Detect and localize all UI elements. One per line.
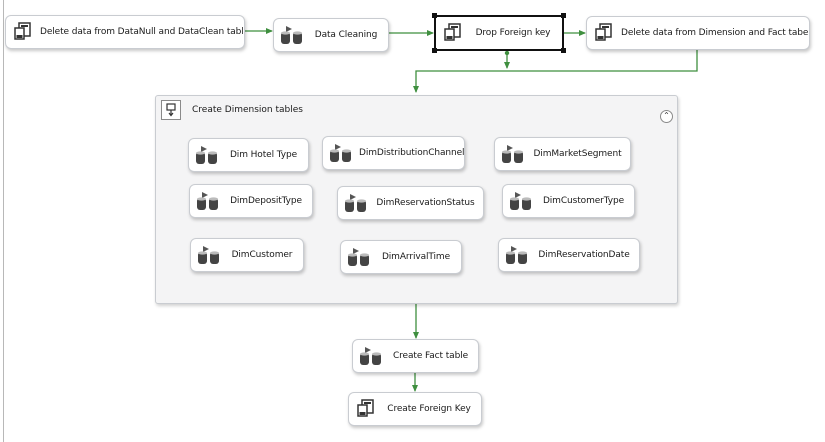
task-dim-reservation-status[interactable]: DimReservationStatus <box>337 186 484 220</box>
task-dim-reservation-date[interactable]: DimReservationDate <box>498 238 640 272</box>
task-dim-market-segment[interactable]: DimMarketSegment <box>494 137 631 171</box>
flow-origin-dot <box>504 50 510 56</box>
container-title: Create Dimension tables <box>192 105 303 115</box>
selection-handle[interactable] <box>432 48 437 53</box>
container-header[interactable]: Create Dimension tables ⌃ <box>156 96 677 126</box>
task-create-fact-table[interactable]: Create Fact table <box>352 339 479 373</box>
collapse-button[interactable]: ⌃ <box>660 110 673 123</box>
data-flow-icon <box>280 25 304 45</box>
task-label: DimReservationStatus <box>376 198 475 208</box>
task-dim-customer-type[interactable]: DimCustomerType <box>502 184 635 218</box>
data-flow-icon <box>509 191 533 211</box>
data-flow-icon <box>195 145 219 165</box>
task-delete-dimension-fact[interactable]: Delete data from Dimension and Fact tabe… <box>586 16 810 50</box>
selection-handle[interactable] <box>561 48 566 53</box>
task-dim-arrival-time[interactable]: DimArrivalTime <box>340 240 462 274</box>
task-dim-deposit-type[interactable]: DimDepositType <box>189 184 313 218</box>
task-label: DimDepositType <box>230 196 302 206</box>
execute-sql-icon <box>593 22 615 44</box>
data-flow-icon <box>329 143 353 163</box>
data-flow-icon <box>196 191 220 211</box>
data-flow-icon <box>505 245 529 265</box>
task-dim-distribution-channel[interactable]: DimDistributionChannel <box>322 136 465 170</box>
task-label: Create Fact table <box>392 351 469 361</box>
sequence-container-icon <box>161 100 181 120</box>
task-label: Delete data from DataNull and DataClean … <box>40 27 245 37</box>
task-label: Data Cleaning <box>314 30 378 40</box>
flow-arrow-5 <box>413 50 698 93</box>
data-flow-icon <box>197 245 221 265</box>
task-label: Delete data from Dimension and Fact tabe… <box>621 28 810 38</box>
data-flow-icon <box>347 247 371 267</box>
data-flow-icon <box>359 346 383 366</box>
task-delete-datanull[interactable]: Delete data from DataNull and DataClean … <box>5 15 245 49</box>
task-dim-customer[interactable]: DimCustomer <box>190 238 304 272</box>
execute-sql-icon <box>12 21 34 43</box>
task-create-foreign-key[interactable]: Create Foreign Key <box>348 392 482 426</box>
task-label: Create Foreign Key <box>387 404 471 414</box>
execute-sql-icon <box>442 22 464 44</box>
data-flow-icon <box>501 144 525 164</box>
task-label: Drop Foreign key <box>475 28 551 38</box>
task-label: DimReservationDate <box>538 250 630 260</box>
task-label: DimCustomer <box>231 250 293 260</box>
task-label: DimMarketSegment <box>533 149 622 159</box>
task-label: DimDistributionChannel <box>359 148 465 158</box>
selection-handle[interactable] <box>432 13 437 18</box>
task-label: DimCustomerType <box>542 196 625 206</box>
task-dim-hotel-type[interactable]: Dim Hotel Type <box>188 138 309 172</box>
task-label: DimArrivalTime <box>381 252 451 262</box>
data-flow-icon <box>344 193 368 213</box>
task-label: Dim Hotel Type <box>229 150 298 160</box>
task-data-cleaning[interactable]: Data Cleaning <box>273 18 389 52</box>
task-drop-foreign-key[interactable]: Drop Foreign key <box>434 15 564 51</box>
canvas-edge <box>3 0 4 442</box>
selection-handle[interactable] <box>561 13 566 18</box>
execute-sql-icon <box>355 398 377 420</box>
